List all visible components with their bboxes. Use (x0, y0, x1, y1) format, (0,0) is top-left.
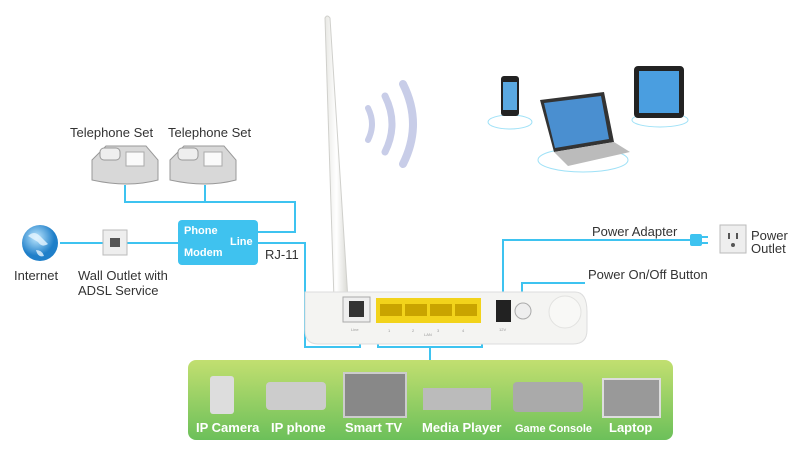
svg-text:LAN: LAN (424, 332, 432, 337)
laptop-icon (602, 378, 661, 418)
telephone-label: Telephone Set (168, 125, 252, 140)
rj11-label: RJ-11 (265, 247, 299, 262)
internet-globe-icon (22, 225, 58, 261)
telephone-icon (91, 145, 159, 185)
modem-line-label: Line (230, 236, 253, 248)
internet-label: Internet (14, 268, 59, 283)
antenna (324, 15, 349, 301)
svg-text:1: 1 (388, 328, 391, 333)
modem-phone-label: Phone (184, 225, 218, 237)
dc-port (496, 300, 511, 322)
svg-text:2: 2 (412, 328, 415, 333)
ip-camera-icon (210, 376, 234, 414)
telephone-icon (169, 145, 237, 185)
power-outlet-icon (719, 224, 747, 254)
device-label: IP Camera (196, 420, 260, 435)
ip-phone-icon (266, 382, 326, 410)
wireless-devices (487, 66, 689, 173)
game-console-icon (513, 382, 583, 412)
line-port (349, 301, 364, 317)
svg-text:4: 4 (462, 328, 465, 333)
power-button (514, 302, 532, 320)
telephone-label: Telephone Set (70, 125, 154, 140)
power-outlet-label: Power Outlet (751, 229, 788, 255)
wall-outlet-label: Wall Outlet with (78, 268, 168, 283)
lan-devices-panel: IP Camera IP phone Smart TV Media Player… (188, 360, 673, 440)
device-label: Laptop (609, 420, 653, 435)
modem-modem-label: Modem (184, 247, 223, 259)
router: Line 1 2 LAN 3 4 12V (304, 291, 588, 345)
svg-text:3: 3 (437, 328, 440, 333)
power-adapter-label: Power Adapter (592, 224, 678, 239)
wifi-signal-icon (365, 80, 417, 168)
svg-text:Line: Line (351, 327, 359, 332)
power-button-label: Power On/Off Button (588, 267, 708, 282)
device-label: Smart TV (345, 420, 403, 435)
device-label: Game Console (515, 423, 593, 435)
smart-tv-icon (343, 372, 407, 418)
power-outlet-line2: Outlet (751, 241, 786, 256)
wall-outlet-icon (102, 229, 128, 256)
wall-outlet-label: ADSL Service (78, 283, 159, 298)
phone-modem-splitter: Phone Modem Line (178, 220, 258, 265)
power-outlet-line1: Power (751, 228, 788, 243)
power-plug-icon (690, 234, 708, 246)
device-label: IP phone (271, 420, 326, 435)
device-label: Media Player (422, 420, 502, 435)
media-player-icon (423, 388, 491, 410)
svg-text:12V: 12V (499, 327, 506, 332)
